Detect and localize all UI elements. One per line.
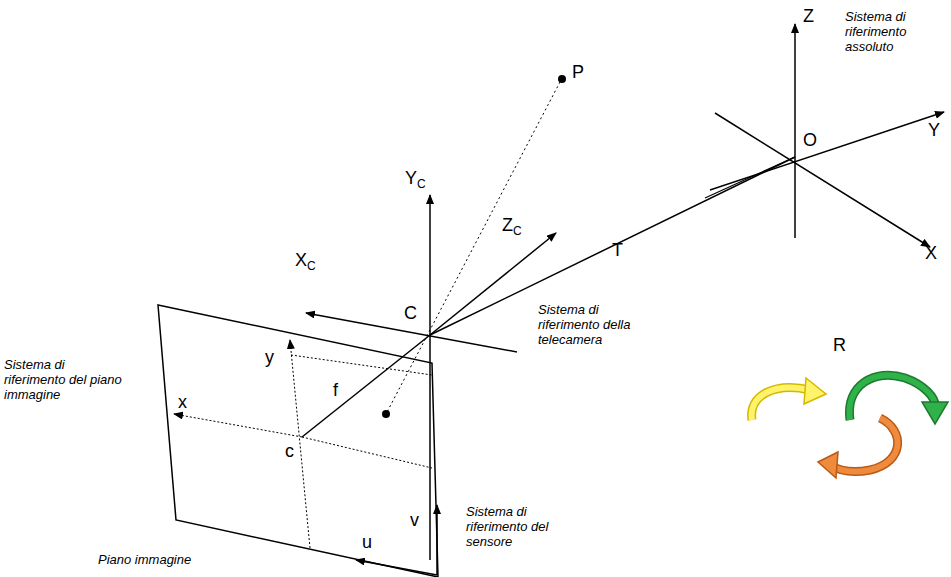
u-axis xyxy=(356,560,437,575)
origin-label: c xyxy=(285,441,294,462)
zc-axis xyxy=(430,233,556,335)
axis-line xyxy=(705,157,795,198)
axis-label: XC xyxy=(295,250,316,274)
axis-label: ZC xyxy=(502,215,522,239)
frame-note: Sistema di riferimento del piano immagin… xyxy=(4,358,124,403)
focal-line xyxy=(302,335,430,437)
point-p xyxy=(558,75,566,83)
guide-line xyxy=(302,437,432,468)
point-label: P xyxy=(572,62,584,83)
image-point xyxy=(382,410,390,418)
axis-label: Y xyxy=(928,120,940,141)
translation-line xyxy=(430,157,795,335)
x-axis xyxy=(174,414,302,437)
axis-label: Z xyxy=(803,6,814,27)
origin-label: O xyxy=(803,130,817,151)
z-axis xyxy=(794,24,796,238)
x-axis-abs xyxy=(715,113,930,247)
y-axis-abs xyxy=(710,112,944,190)
projection-ray xyxy=(386,82,560,414)
vector-label: T xyxy=(612,240,623,261)
axis-label: y xyxy=(265,347,274,368)
plane-note: Piano immagine xyxy=(98,553,191,568)
yc-axis xyxy=(429,195,431,560)
guide-line xyxy=(291,355,432,375)
frame-note: Sistema di riferimento del sensore xyxy=(466,505,576,550)
image-plane xyxy=(158,305,438,577)
v-axis xyxy=(436,505,438,575)
axis-label: X xyxy=(925,243,937,264)
axis-label: u xyxy=(362,532,372,553)
focal-label: f xyxy=(333,380,338,401)
rotation-label: R xyxy=(833,335,846,356)
frame-note: Sistema di riferimento della telecamera xyxy=(538,303,653,348)
axis-label: YC xyxy=(405,168,426,192)
axis-label: v xyxy=(410,510,419,531)
frame-note: Sistema di riferimento assoluto xyxy=(845,10,945,55)
rotation-arrows xyxy=(752,375,948,478)
axis-label: x xyxy=(178,392,187,413)
origin-label: C xyxy=(404,303,417,324)
